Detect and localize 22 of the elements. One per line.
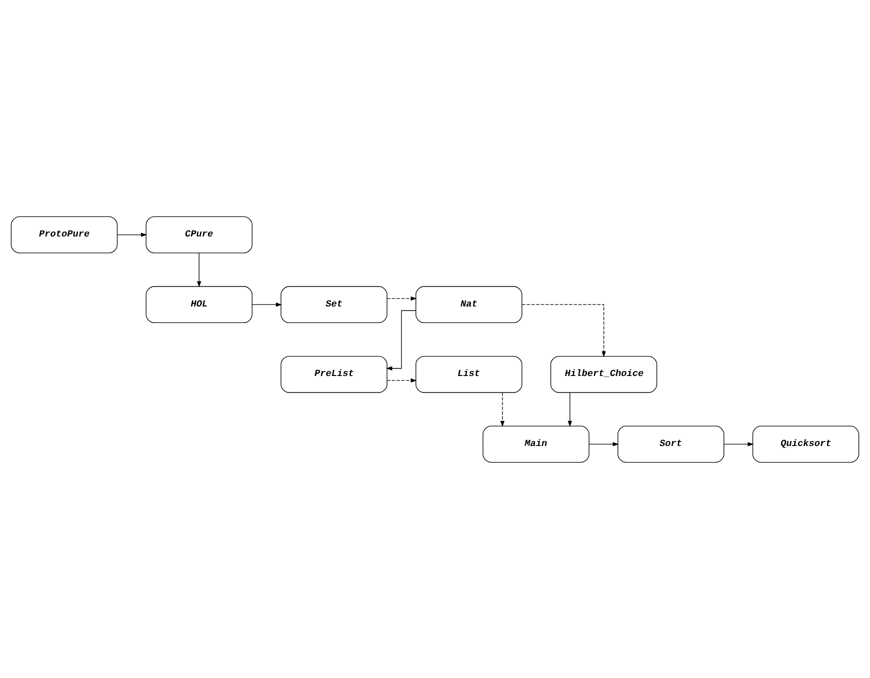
node-box: Nat: [416, 286, 522, 323]
arrow: [386, 378, 417, 382]
arrow: [196, 252, 202, 287]
node-box: List: [416, 355, 522, 392]
node-box: HOL: [146, 286, 252, 323]
arrow: [386, 296, 417, 300]
node-box: ProtoPure: [10, 216, 118, 253]
arrow: [522, 304, 606, 357]
node-box: CPure: [146, 216, 252, 253]
node-box: PreList: [280, 355, 388, 392]
node-box: Sort: [618, 425, 724, 462]
arrow: [500, 392, 505, 426]
node-box: Main: [482, 425, 590, 462]
arrow: [588, 442, 619, 446]
arrow: [724, 442, 754, 446]
arrow: [117, 232, 148, 236]
node-box: Set: [280, 286, 388, 323]
arrow: [386, 310, 416, 370]
node-box: Hilbert_Choice: [550, 355, 658, 392]
arrow: [252, 302, 282, 306]
node-box: Quicksort: [752, 425, 860, 462]
arrow: [568, 392, 572, 426]
